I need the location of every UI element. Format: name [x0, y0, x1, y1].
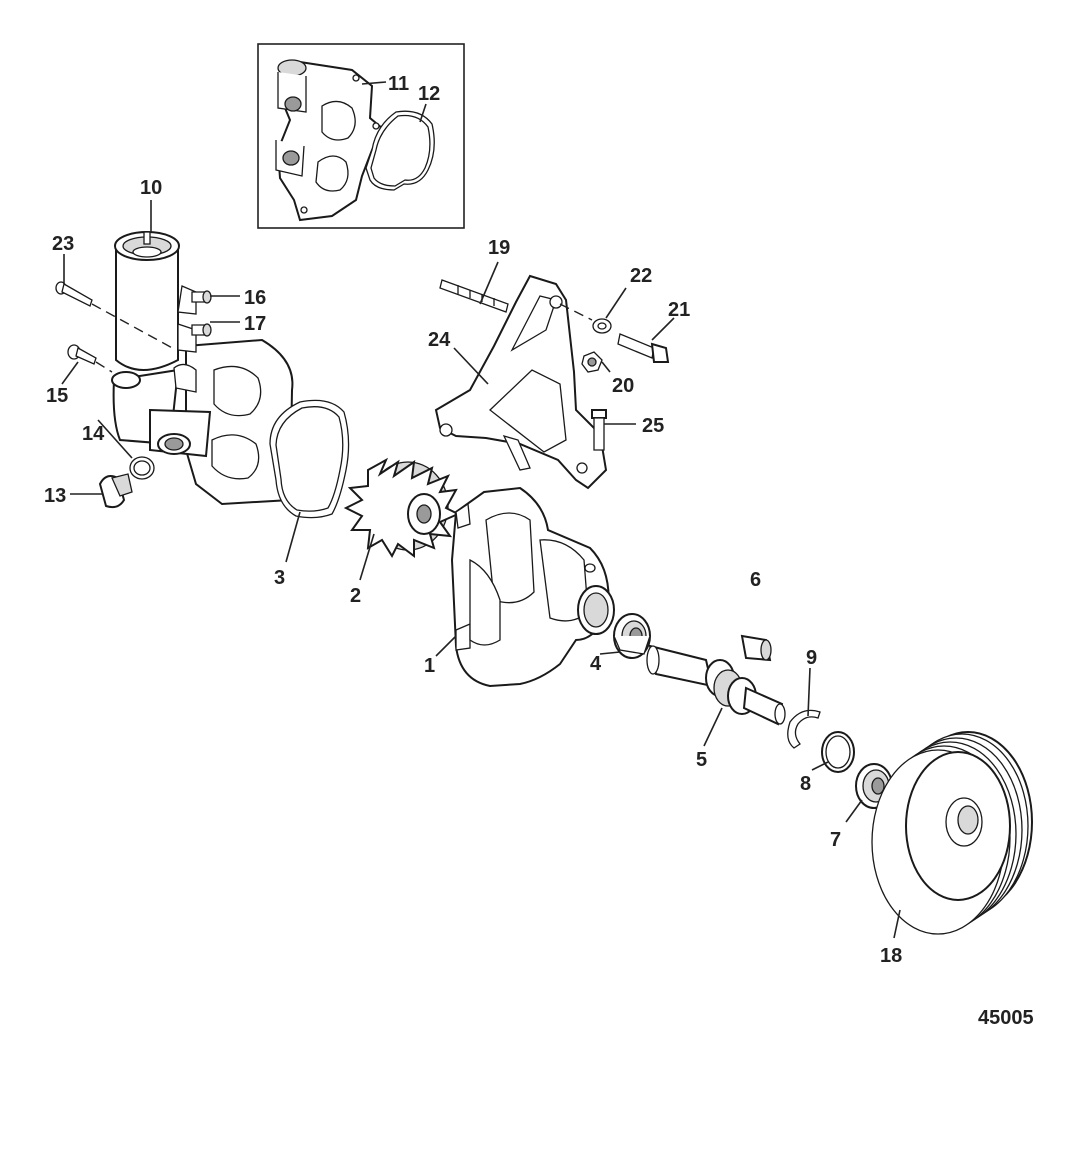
callout-5: 5 [696, 749, 707, 771]
callout-19: 19 [488, 237, 510, 259]
inset-panel [257, 43, 465, 229]
callout-23: 23 [52, 233, 74, 255]
bolt-15-part [67, 344, 97, 365]
diagram-id: 45005 [978, 1007, 1034, 1029]
callout-17: 17 [244, 313, 266, 335]
impeller-part [343, 457, 461, 559]
bracket-bolt-axis-line [559, 303, 593, 321]
callout-9: 9 [806, 647, 817, 669]
bearing-4-part [613, 613, 651, 659]
callout-25: 25 [642, 415, 664, 437]
callout-10: 10 [140, 177, 162, 199]
callout-21: 21 [668, 299, 690, 321]
callout-2: 2 [350, 585, 361, 607]
callout-12: 12 [418, 83, 440, 105]
callout-20: 20 [612, 375, 634, 397]
callout-13: 13 [44, 485, 66, 507]
o-ring-14-part [129, 456, 155, 480]
callout-labels: 1 2 3 4 5 6 7 8 9 10 11 12 13 14 15 16 1… [44, 73, 902, 967]
bolt-23-part [55, 281, 93, 307]
callout-18: 18 [880, 945, 902, 967]
bolt-25-part [591, 409, 607, 451]
pump-body-part [450, 486, 615, 688]
callout-16: 16 [244, 287, 266, 309]
alternate-housing-part [275, 59, 384, 222]
retaining-ring-9-part [787, 709, 821, 749]
callout-14: 14 [82, 423, 105, 445]
washer-22-part [592, 318, 612, 334]
shaft-part [646, 644, 786, 726]
fitting-17-part [191, 323, 212, 337]
callout-1: 1 [424, 655, 435, 677]
callout-22: 22 [630, 265, 652, 287]
pulley-part [871, 731, 1033, 935]
callout-3: 3 [274, 567, 285, 589]
nut-20-part [581, 351, 603, 373]
bolt-15-axis-line [95, 361, 113, 373]
sleeve-6-part [740, 634, 772, 662]
callout-6: 6 [750, 569, 761, 591]
gasket-3-part [269, 399, 350, 519]
alternate-gasket-part [365, 110, 435, 191]
seal-8-part [821, 731, 855, 773]
fitting-16-part [191, 290, 212, 304]
callout-4: 4 [590, 653, 602, 675]
stud-19-part [439, 279, 509, 313]
bolt-21-part [617, 333, 670, 363]
bracket-part [434, 274, 608, 490]
callout-24: 24 [428, 329, 451, 351]
leader-lines [61, 81, 901, 939]
drain-plug-13-part [98, 473, 133, 509]
callout-15: 15 [46, 385, 68, 407]
callout-7: 7 [830, 829, 841, 851]
callout-11: 11 [388, 73, 409, 95]
callout-8: 8 [800, 773, 811, 795]
